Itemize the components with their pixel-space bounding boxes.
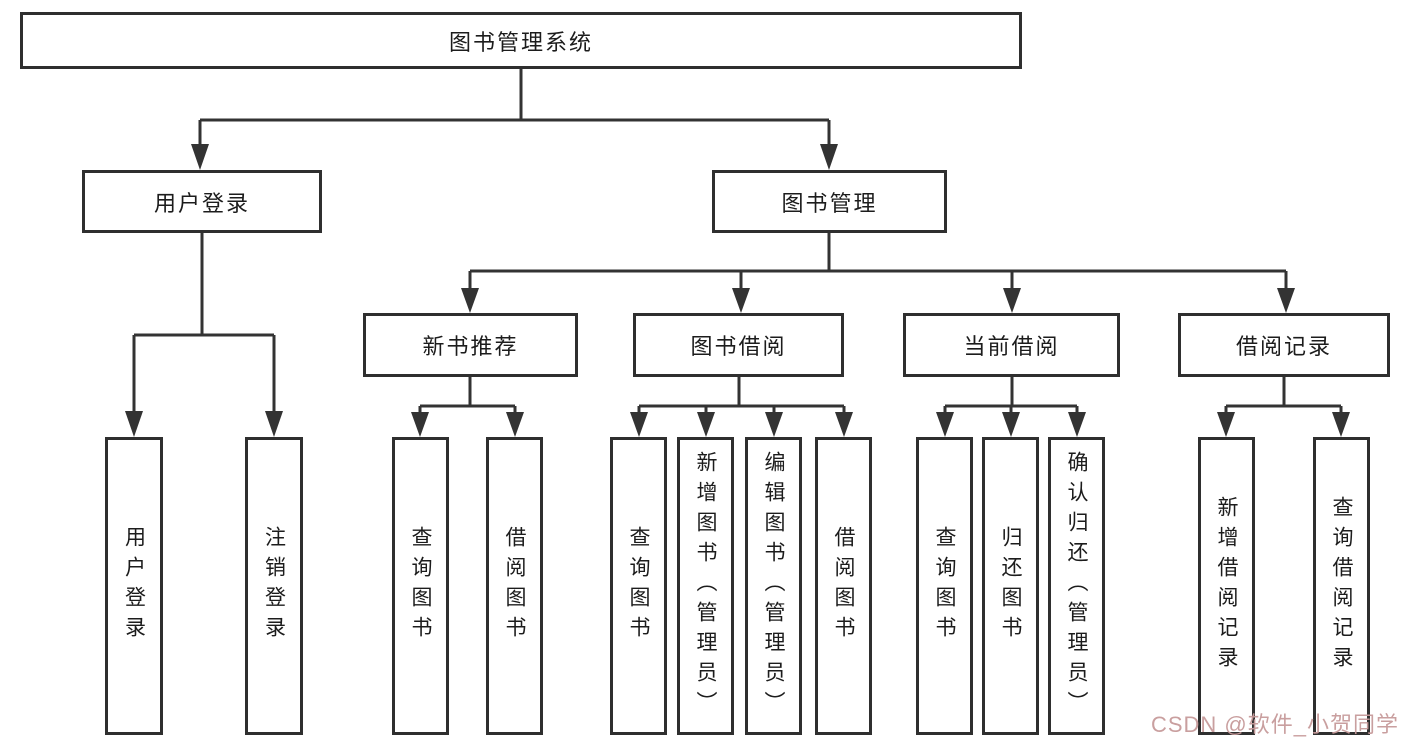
leaf-query-borrow-record-label: 查询借阅记录 [1330,496,1354,676]
node-root-system: 图书管理系统 [20,12,1022,69]
node-borrow-records: 借阅记录 [1178,313,1390,377]
leaf-confirm-return-admin-label: 确认归还（管理员） [1065,451,1089,721]
node-user-login: 用户登录 [82,170,322,233]
leaf-add-borrow-record: 新增借阅记录 [1198,437,1255,735]
leaf-query-books-current: 查询图书 [916,437,973,735]
leaf-borrow-books-label: 借阅图书 [832,526,856,646]
leaf-add-books-admin-label: 新增图书（管理员） [694,451,718,721]
leaf-edit-books-admin: 编辑图书（管理员） [745,437,802,735]
node-book-borrow: 图书借阅 [633,313,844,377]
leaf-borrow-books-recommend-label: 借阅图书 [503,526,527,646]
leaf-query-books-borrow-label: 查询图书 [627,526,651,646]
leaf-borrow-books-recommend: 借阅图书 [486,437,543,735]
leaf-query-books-current-label: 查询图书 [933,526,957,646]
node-new-book-recommend: 新书推荐 [363,313,578,377]
leaf-query-books-borrow: 查询图书 [610,437,667,735]
node-user-login-label: 用户登录 [153,190,250,216]
node-current-borrow-label: 当前借阅 [963,334,1060,359]
node-current-borrow: 当前借阅 [903,313,1120,377]
leaf-logout: 注销登录 [245,437,303,735]
node-root-system-label: 图书管理系统 [448,29,593,55]
node-book-borrow-label: 图书借阅 [690,334,787,359]
leaf-user-login-label: 用户登录 [122,526,146,646]
node-book-management-label: 图书管理 [781,190,878,216]
leaf-add-borrow-record-label: 新增借阅记录 [1215,496,1239,676]
leaf-query-books-recommend-label: 查询图书 [409,526,433,646]
leaf-user-login: 用户登录 [105,437,163,735]
leaf-add-books-admin: 新增图书（管理员） [677,437,734,735]
csdn-watermark: CSDN @软件_小贺同学 [1150,712,1399,737]
leaf-logout-label: 注销登录 [262,526,286,646]
leaf-query-borrow-record: 查询借阅记录 [1313,437,1370,735]
leaf-borrow-books: 借阅图书 [815,437,872,735]
leaf-return-books-label: 归还图书 [999,526,1023,646]
leaf-return-books: 归还图书 [982,437,1039,735]
leaf-query-books-recommend: 查询图书 [392,437,449,735]
leaf-confirm-return-admin: 确认归还（管理员） [1048,437,1105,735]
leaf-edit-books-admin-label: 编辑图书（管理员） [762,451,786,721]
node-borrow-records-label: 借阅记录 [1235,334,1332,359]
node-new-book-recommend-label: 新书推荐 [422,334,519,359]
node-book-management: 图书管理 [712,170,947,233]
